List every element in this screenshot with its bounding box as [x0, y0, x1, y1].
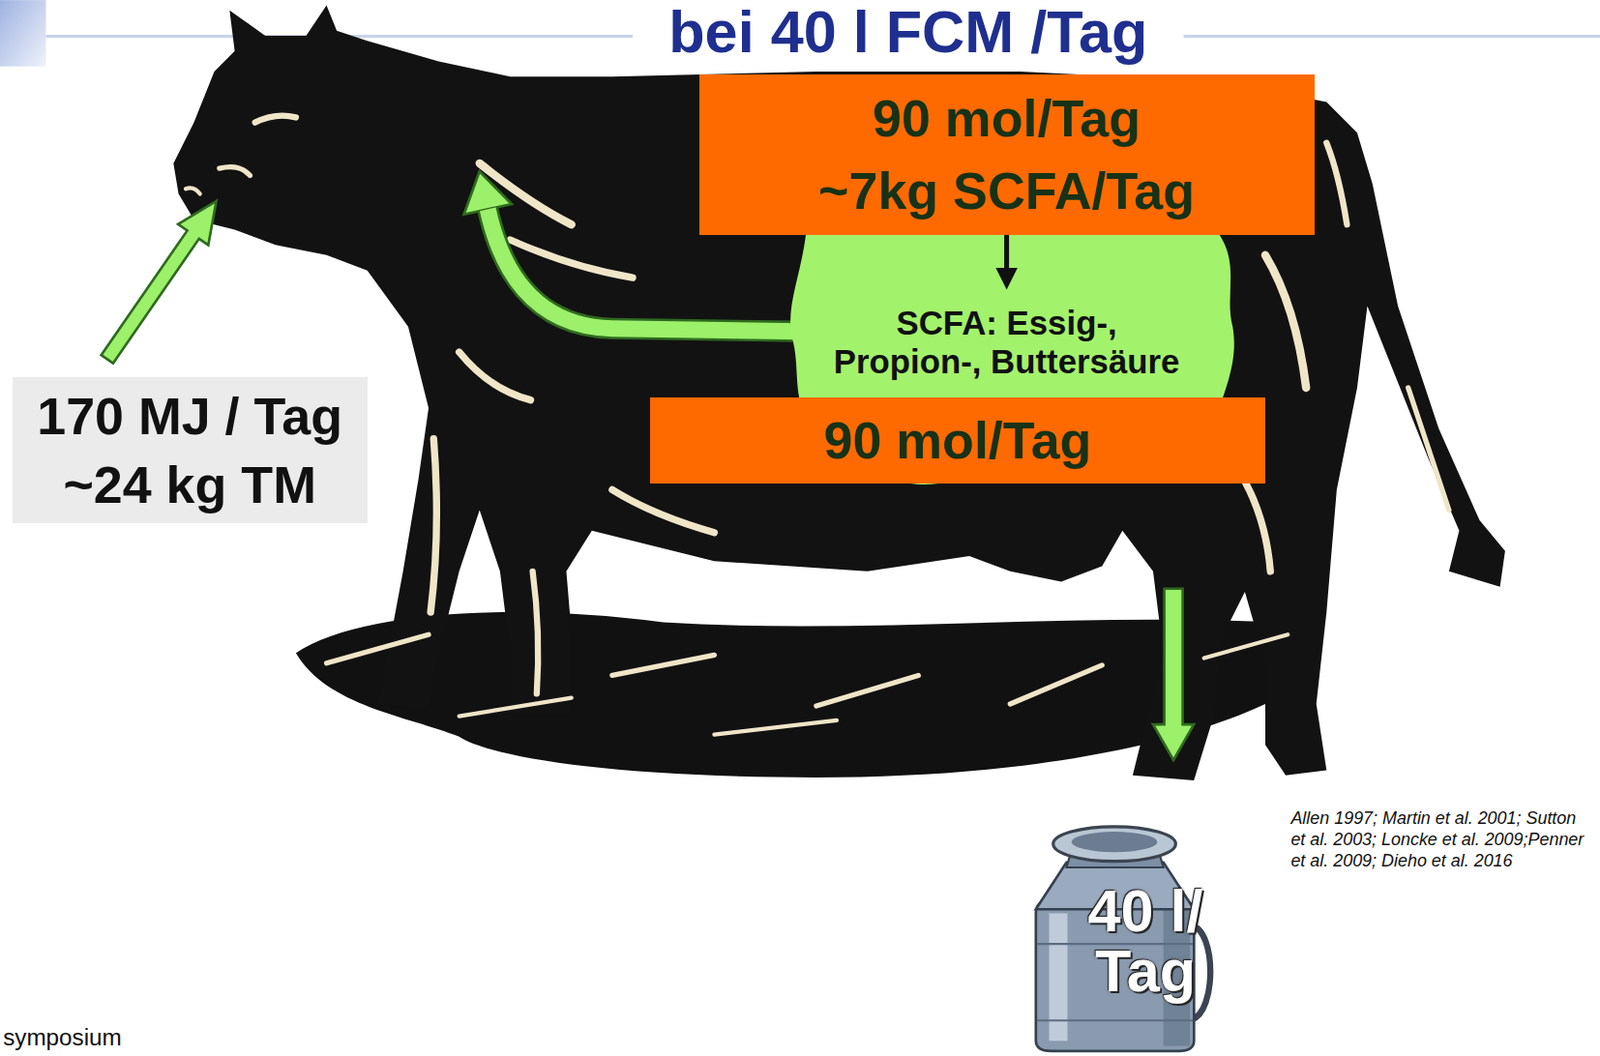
cow-eye — [219, 167, 251, 177]
node-text: 170 MJ / Tag — [36, 386, 343, 445]
slide-title: bei 40 l FCM /Tag — [668, 0, 1148, 65]
cow-hip-streak — [1265, 255, 1306, 388]
flux-box: 90 mol/Tag — [650, 397, 1266, 483]
can-rib — [1037, 1019, 1193, 1022]
grass-streak — [1204, 634, 1288, 658]
cow-face-streak — [255, 116, 297, 123]
cow-belly-streak — [612, 489, 714, 533]
grass-streak — [816, 675, 919, 707]
intake-arrow — [101, 201, 217, 364]
corner-square — [0, 0, 46, 67]
grass-streak — [459, 698, 572, 717]
cow-tail-streak — [1408, 387, 1450, 511]
cow-nostril — [185, 187, 201, 194]
cow-leg-streak — [533, 571, 539, 695]
cow-neck-streak — [509, 239, 633, 278]
cow-chest-streak — [459, 352, 532, 401]
header-rule — [1184, 34, 1600, 38]
grass-streak — [612, 654, 714, 676]
grass-streak — [1009, 665, 1102, 705]
grass-streak — [713, 720, 837, 736]
rumen-text-area: SCFA: Essig-, Propion-, Buttersäure — [788, 290, 1224, 395]
footer-text: symposium — [2, 1023, 122, 1052]
node-text: 90 mol/Tag — [872, 88, 1141, 148]
node-text: ~7kg SCFA/Tag — [818, 161, 1195, 220]
milk-arrow — [1153, 589, 1194, 761]
cow-silhouette — [173, 4, 1506, 781]
flow-arrow — [1004, 235, 1009, 268]
node-text: 40 l/ Tag — [1081, 882, 1210, 1001]
can-lid-inner — [1071, 831, 1158, 853]
can-lid — [1053, 826, 1177, 861]
flux-box: 90 mol/Tag ~7kg SCFA/Tag — [699, 74, 1315, 236]
cow-leg-streak — [430, 439, 437, 613]
node-text: ~24 kg TM — [62, 455, 317, 514]
node-text: SCFA: Essig-, Propion-, Buttersäure — [820, 303, 1193, 382]
absorption-arrow-head — [464, 171, 512, 215]
milk-can: 40 l/ Tag — [1020, 811, 1210, 1052]
reference-note: Allen 1997; Martin et al. 2001; Sutton e… — [1290, 808, 1593, 872]
grass-streak — [326, 634, 429, 664]
can-highlight — [1048, 913, 1067, 1041]
intake-box: 170 MJ / Tag ~24 kg TM — [12, 377, 368, 524]
node-text: 90 mol/Tag — [823, 411, 1092, 470]
cow-rump-streak — [1326, 143, 1347, 225]
